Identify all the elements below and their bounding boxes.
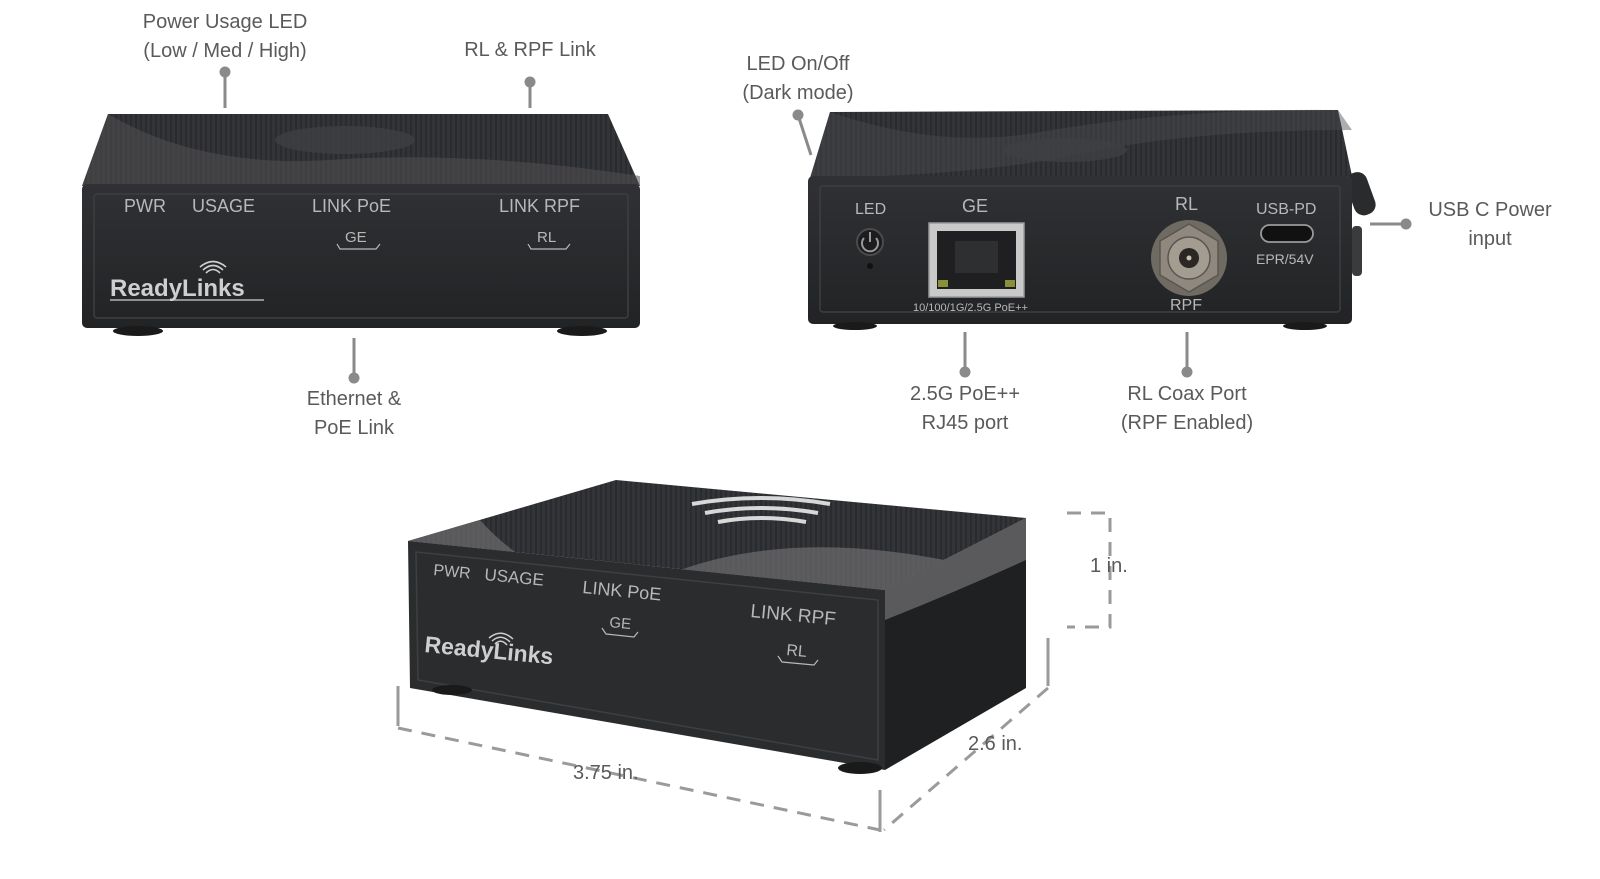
back-ge-label: GE: [962, 196, 988, 216]
back-rl-label: RL: [1175, 194, 1198, 214]
isometric-device: PWR USAGE LINK PoE GE LINK RPF RL ReadyL…: [408, 480, 1026, 774]
pwr-label: PWR: [124, 196, 166, 216]
usb-pd-label: USB-PD: [1256, 201, 1316, 218]
callout-usb-c-power: USB C Power input: [1428, 199, 1552, 250]
iso-wifi-icon: [488, 632, 514, 646]
rj45-port-icon: [928, 222, 1025, 298]
led-power-button-icon: [856, 228, 884, 269]
back-view-device: LED GE 10/100/1G/2.5G PoE++ RL RPF USB-P…: [808, 109, 1376, 330]
callout-power-usage-led: Power Usage LED (Low / Med / High): [142, 11, 308, 62]
usb-c-port-icon: [1260, 224, 1314, 243]
callout-led-on-off: LED On/Off (Dark mode): [742, 53, 854, 104]
iso-ge-label: GE: [609, 614, 632, 633]
link-poe-label: LINK PoE: [312, 196, 391, 216]
dimension-height: 1 in.: [1090, 555, 1128, 577]
leader-lines: [219, 66, 1412, 384]
rl-label: RL: [537, 229, 556, 246]
callout-rj45-port: 2.5G PoE++ RJ45 port: [909, 383, 1021, 434]
rpf-label: RPF: [1170, 297, 1202, 314]
dimension-lines: [396, 511, 1112, 832]
led-label: LED: [855, 201, 886, 218]
dimension-width: 3.75 in.: [573, 762, 639, 784]
coax-connector-icon: [1151, 220, 1227, 296]
brand-logo: ReadyLinks: [110, 275, 245, 302]
usage-label: USAGE: [192, 196, 255, 216]
callout-ethernet-poe-link: Ethernet & PoE Link: [306, 388, 402, 439]
link-rpf-label: LINK RPF: [499, 196, 580, 216]
callout-rl-rpf-link: RL & RPF Link: [464, 39, 596, 61]
wifi-icon: [199, 260, 227, 274]
iso-rl-label: RL: [786, 642, 808, 661]
ge-label: GE: [345, 229, 367, 246]
iso-pwr-label: PWR: [433, 562, 472, 582]
dimension-depth: 2.6 in.: [968, 733, 1023, 755]
port-speeds-label: 10/100/1G/2.5G PoE++: [913, 302, 1028, 314]
top-wifi-emblem-icon: [691, 496, 831, 524]
epr-label: EPR/54V: [1256, 251, 1314, 267]
callout-rl-coax-port: RL Coax Port (RPF Enabled): [1120, 383, 1254, 434]
front-view-device: PWR USAGE LINK PoE GE LINK RPF RL ReadyL…: [82, 114, 640, 336]
